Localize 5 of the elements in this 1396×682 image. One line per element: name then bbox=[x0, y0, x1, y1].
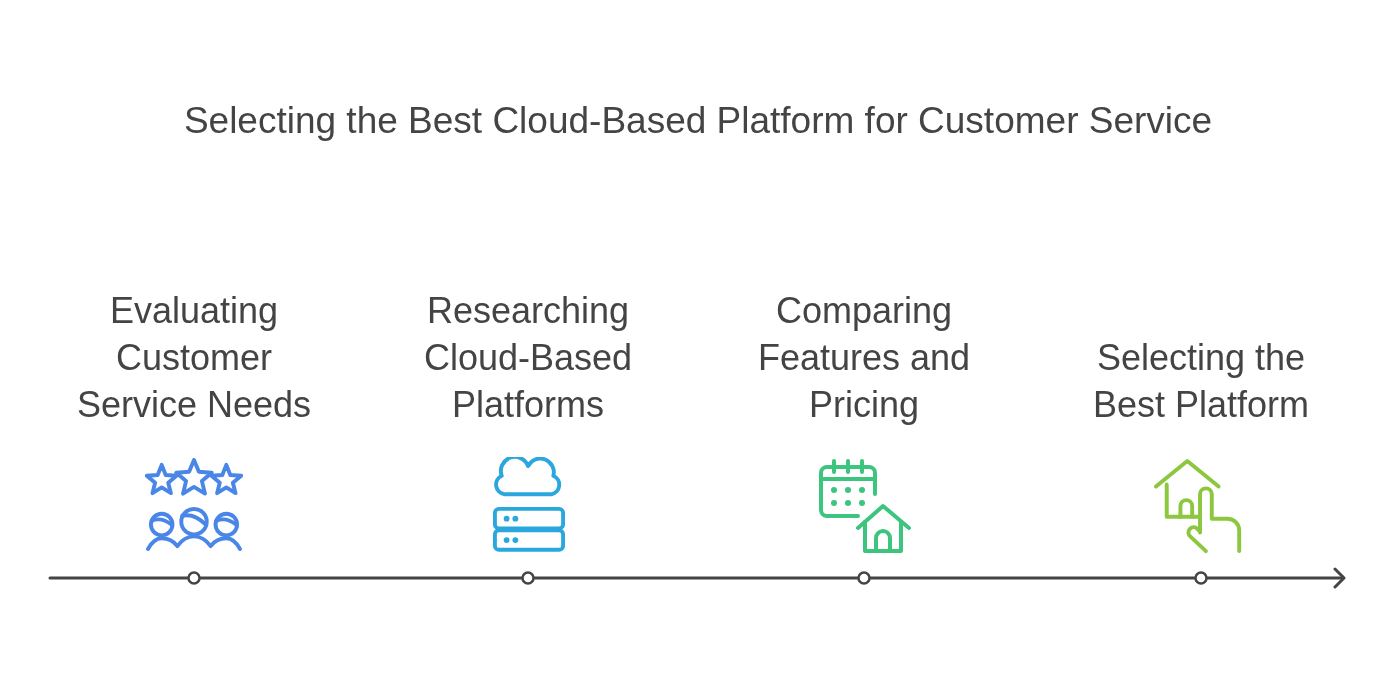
step-label: Comparing Features and Pricing bbox=[756, 289, 972, 427]
diagram-title: Selecting the Best Cloud-Based Platform for Customer Service bbox=[183, 99, 1213, 143]
step-label: Selecting the Best Platform bbox=[1091, 336, 1311, 427]
step-label: Researching Cloud-Based Platforms bbox=[422, 289, 634, 427]
step-label: Evaluating Customer Service Needs bbox=[75, 289, 313, 427]
